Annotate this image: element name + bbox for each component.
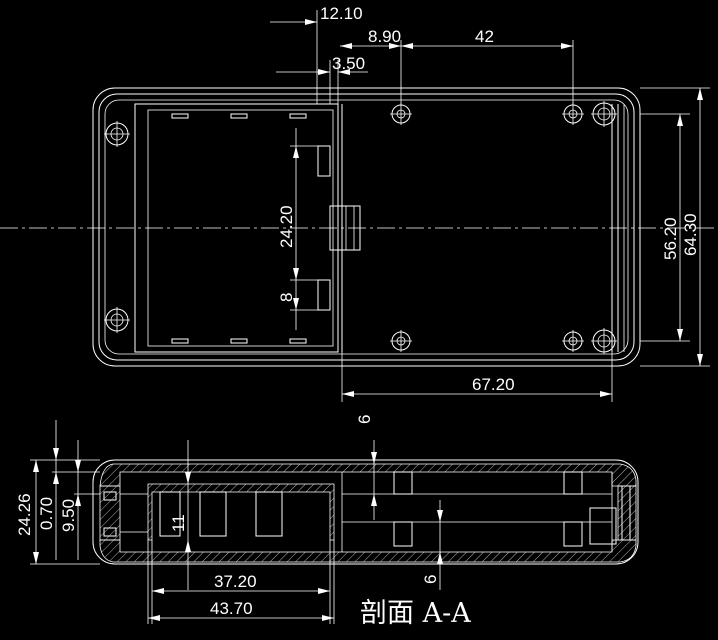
dim-label-12-10: 12.10 xyxy=(320,4,363,23)
contact-slot xyxy=(171,338,189,344)
spring-contact xyxy=(317,279,331,311)
dim-label-6-top: 6 xyxy=(355,415,374,424)
section-boss xyxy=(393,471,413,495)
section-outer-shell xyxy=(92,459,639,565)
enclosure-inner-outline-1 xyxy=(98,93,635,361)
contact-slot xyxy=(171,113,189,119)
battery-cell xyxy=(255,491,283,537)
dim-label-37-20: 37.20 xyxy=(214,572,257,591)
screw-boss xyxy=(390,103,412,125)
section-boss xyxy=(563,471,583,495)
section-boss xyxy=(563,521,583,547)
screw-boss xyxy=(562,330,584,352)
dim-label-3-50: 3.50 xyxy=(332,54,365,73)
dim-label-24-26: 24.26 xyxy=(15,493,34,536)
dim-label-42: 42 xyxy=(475,27,494,46)
section-boss xyxy=(589,507,617,545)
dim-label-11: 11 xyxy=(169,514,188,532)
top-wall-hatch xyxy=(99,463,637,487)
contact-slot xyxy=(289,338,307,344)
contact-slot xyxy=(289,113,307,119)
contact-slot xyxy=(230,113,248,119)
screw-boss xyxy=(104,307,130,333)
battery-cell xyxy=(159,491,181,537)
screw-boss xyxy=(562,103,584,125)
dim-label-64-30: 64.30 xyxy=(681,213,700,256)
battery-cell xyxy=(199,491,227,537)
battery-cover-hatch xyxy=(147,483,335,541)
enclosure-outer-outline xyxy=(92,87,641,367)
dim-label-8: 8 xyxy=(277,293,296,302)
section-title: 剖面 A-A xyxy=(360,598,471,629)
section-boss xyxy=(393,521,413,547)
screw-boss xyxy=(390,330,412,352)
dim-label-9-50: 9.50 xyxy=(59,499,78,532)
spring-contact xyxy=(317,145,331,177)
top-view: 12.10 8.90 42 3.50 24.20 8 xyxy=(0,4,718,402)
side-slot xyxy=(103,527,117,537)
contact-slot xyxy=(230,338,248,344)
screw-boss xyxy=(591,101,617,127)
dim-label-24-20: 24.20 xyxy=(277,205,296,248)
dim-label-43-70: 43.70 xyxy=(210,599,253,618)
enclosure-inner-outline-2 xyxy=(104,99,629,355)
side-slot xyxy=(103,491,117,501)
section-view: 6 6 24.26 0.70 9.50 11 3 xyxy=(15,415,639,629)
left-end-wall xyxy=(99,485,121,541)
bottom-wall-hatch xyxy=(99,539,637,563)
screw-boss xyxy=(591,328,617,354)
dim-label-6-bottom: 6 xyxy=(421,575,440,584)
dim-label-67-20: 67.20 xyxy=(472,375,515,394)
dim-label-8-90: 8.90 xyxy=(368,27,401,46)
right-end-wall xyxy=(617,485,637,541)
dim-label-56-20: 56.20 xyxy=(661,217,680,260)
latch xyxy=(329,205,361,251)
screw-boss xyxy=(104,121,130,147)
battery-compartment-inner xyxy=(147,109,334,347)
dim-label-0-70: 0.70 xyxy=(37,497,56,530)
